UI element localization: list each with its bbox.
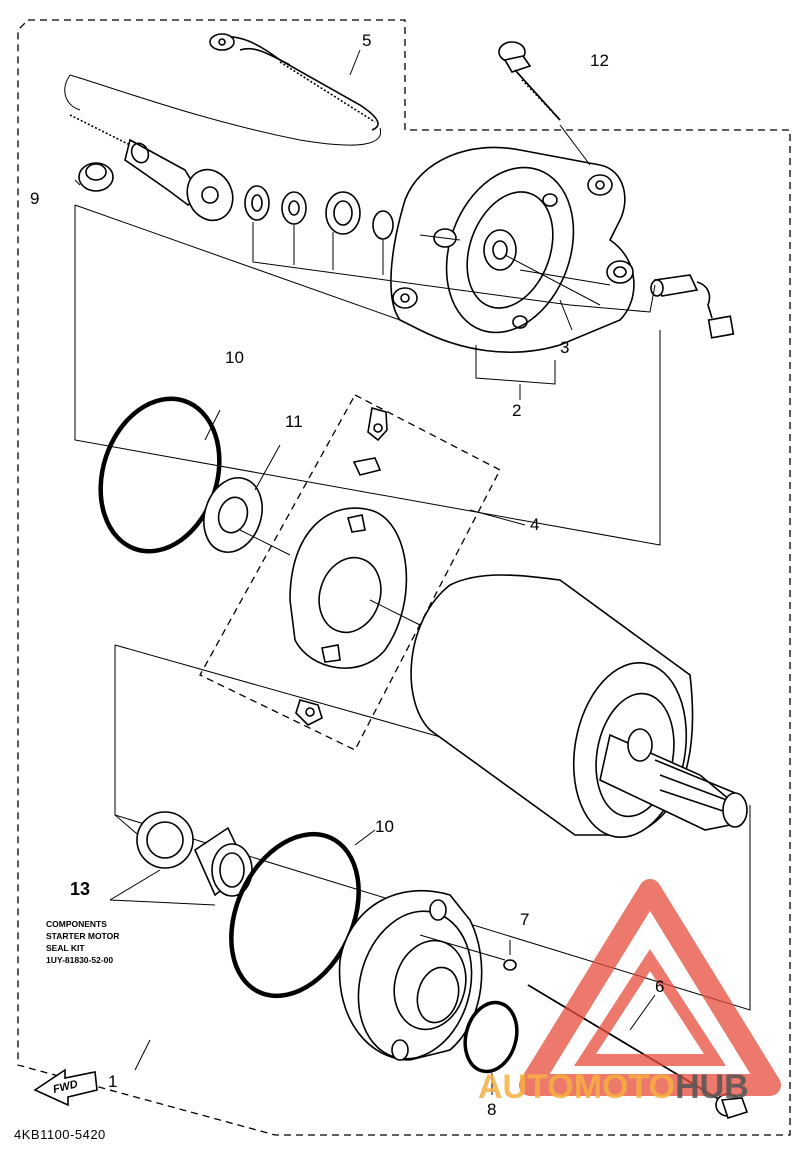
watermark-text: AUTOMOTOHUB xyxy=(478,1068,749,1106)
watermark-logo xyxy=(519,879,781,1096)
label-part-13: 13 xyxy=(70,879,90,899)
label-part-9: 9 xyxy=(30,189,39,208)
leader-lines-lower xyxy=(74,49,656,1095)
label-part-10-upper: 10 xyxy=(225,348,244,367)
small-o-ring xyxy=(503,959,517,971)
label-part-10-lower: 10 xyxy=(375,817,394,836)
washer-set xyxy=(244,185,394,240)
leader-lines-upper xyxy=(252,222,656,400)
front-cover xyxy=(338,890,483,1061)
seal-kit-note: COMPONENTS STARTER MOTOR SEAL KIT 1UY-81… xyxy=(46,919,119,965)
shim-washer xyxy=(203,477,263,553)
through-bolt-upper xyxy=(498,41,591,166)
svg-text:COMPONENTS: COMPONENTS xyxy=(46,919,107,929)
fwd-arrow-icon xyxy=(33,1068,98,1107)
rear-cover xyxy=(390,146,635,353)
svg-text:STARTER MOTOR: STARTER MOTOR xyxy=(46,931,119,941)
yoke-assembly xyxy=(410,574,748,838)
svg-text:1UY-81830-52-00: 1UY-81830-52-00 xyxy=(46,955,113,965)
label-part-12: 12 xyxy=(590,51,609,70)
bearing-set xyxy=(136,811,253,897)
label-part-3: 3 xyxy=(560,338,569,357)
label-part-11: 11 xyxy=(285,412,303,431)
label-part-2: 2 xyxy=(512,401,521,420)
label-part-1: 1 xyxy=(108,1072,117,1091)
outer-dashed-boundary xyxy=(17,19,791,1136)
label-part-8: 8 xyxy=(487,1100,496,1119)
label-part-5: 5 xyxy=(362,31,371,50)
fwd-label: FWD xyxy=(52,1078,79,1096)
brush-holder-set xyxy=(199,394,501,751)
brush-lead-wire xyxy=(64,33,382,146)
terminal-bolt xyxy=(69,114,234,222)
catalog-code: 4KB1100-5420 xyxy=(14,1127,106,1142)
leader-lines-middle xyxy=(239,509,526,626)
o-ring-8 xyxy=(463,1000,519,1074)
svg-text:SEAL KIT: SEAL KIT xyxy=(46,943,85,953)
brush xyxy=(650,274,735,339)
nut xyxy=(78,162,114,192)
label-part-7: 7 xyxy=(520,910,529,929)
label-part-6: 6 xyxy=(655,977,664,996)
label-part-4: 4 xyxy=(530,515,539,534)
